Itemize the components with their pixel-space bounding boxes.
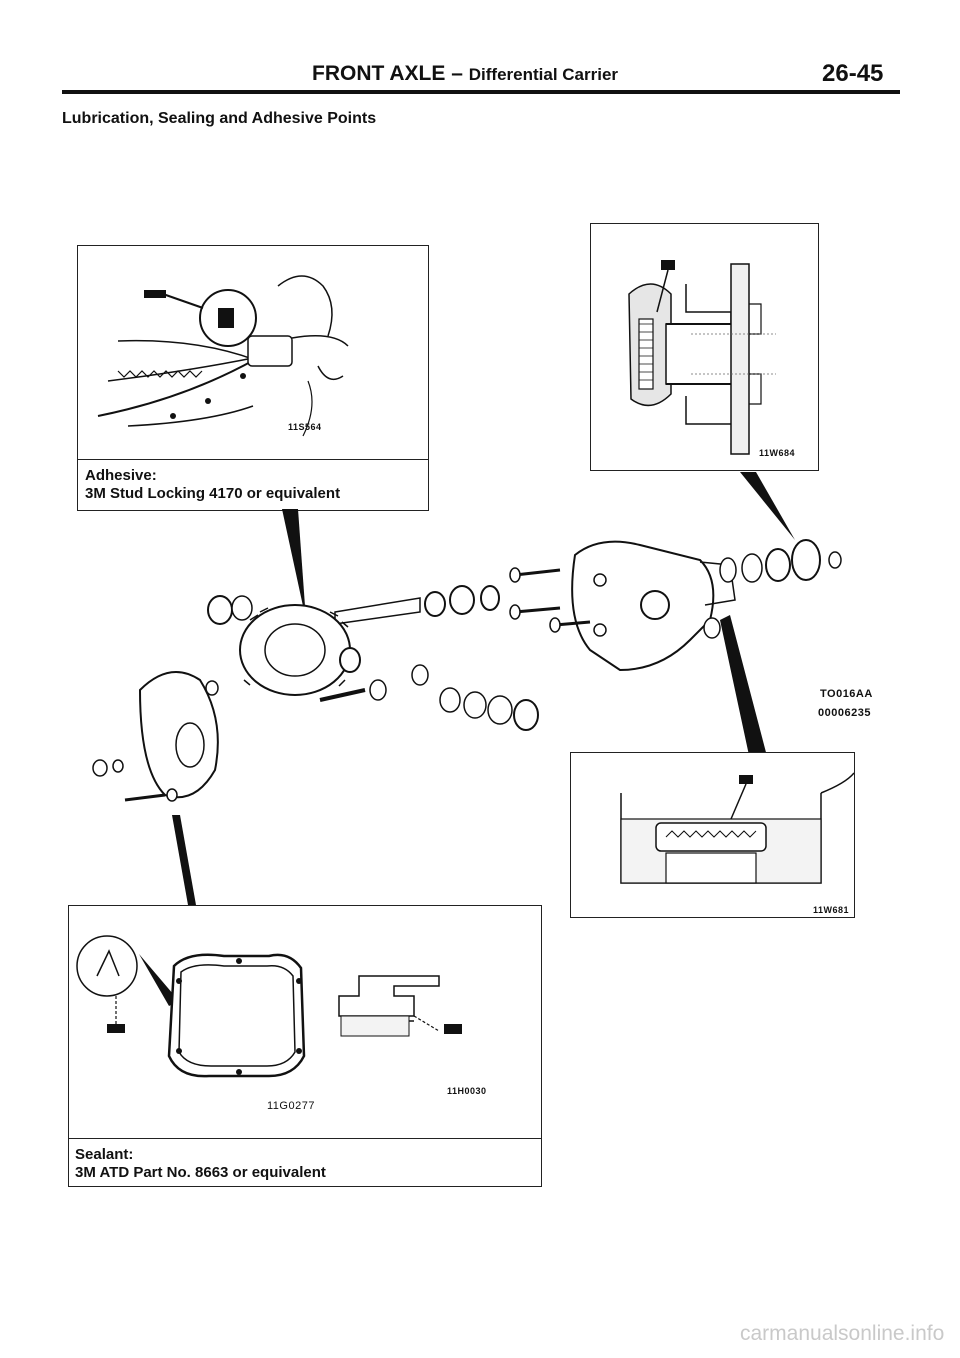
adhesive-caption-divider bbox=[78, 459, 428, 460]
adhesive-figure-code: 11S564 bbox=[288, 422, 322, 432]
sealant-text: 3M ATD Part No. 8663 or equivalent bbox=[75, 1164, 326, 1181]
oil-seal-cross-section-illustration bbox=[628, 260, 776, 455]
seal-figure-box: 11W681 bbox=[570, 752, 855, 918]
sealant-figure-code-right: 11H0030 bbox=[447, 1086, 487, 1096]
page-number: 26-45 bbox=[822, 60, 884, 87]
carrier-seal-cross-section-illustration bbox=[620, 772, 854, 884]
header-title: FRONT AXLE bbox=[312, 62, 446, 85]
header-rule bbox=[62, 90, 900, 94]
main-figure-code-1: TO016AA bbox=[820, 688, 873, 700]
adhesive-figure-box: 11S564 Adhesive: 3M Stud Locking 4170 or… bbox=[77, 245, 429, 511]
seal-figure-code: 11W681 bbox=[813, 905, 850, 915]
adhesive-text: 3M Stud Locking 4170 or equivalent bbox=[85, 485, 341, 502]
main-figure-code-2: 00006235 bbox=[818, 707, 871, 719]
adhesive-label: Adhesive: bbox=[85, 467, 157, 484]
sealant-figure-box: 11G0277 11H0030 Sealant: 3M ATD Part No.… bbox=[68, 905, 542, 1187]
header-subtitle: Differential Carrier bbox=[468, 65, 619, 84]
ring-gear-adhesive-illustration bbox=[97, 275, 349, 437]
sealant-caption-divider bbox=[69, 1138, 541, 1139]
header-dash: – bbox=[451, 62, 463, 85]
oil-seal-figure-box: 11W684 bbox=[590, 223, 819, 471]
oil-seal-figure-code: 11W684 bbox=[759, 448, 796, 458]
sealant-figure-code-left: 11G0277 bbox=[267, 1100, 315, 1112]
cover-sealant-illustration bbox=[76, 935, 462, 1078]
sealant-label: Sealant: bbox=[75, 1146, 134, 1163]
page-header-title: FRONT AXLE – Differential Carrier bbox=[312, 62, 618, 86]
watermark-text: carmanualsonline.info bbox=[740, 1322, 945, 1345]
section-title: Lubrication, Sealing and Adhesive Points bbox=[62, 110, 377, 127]
